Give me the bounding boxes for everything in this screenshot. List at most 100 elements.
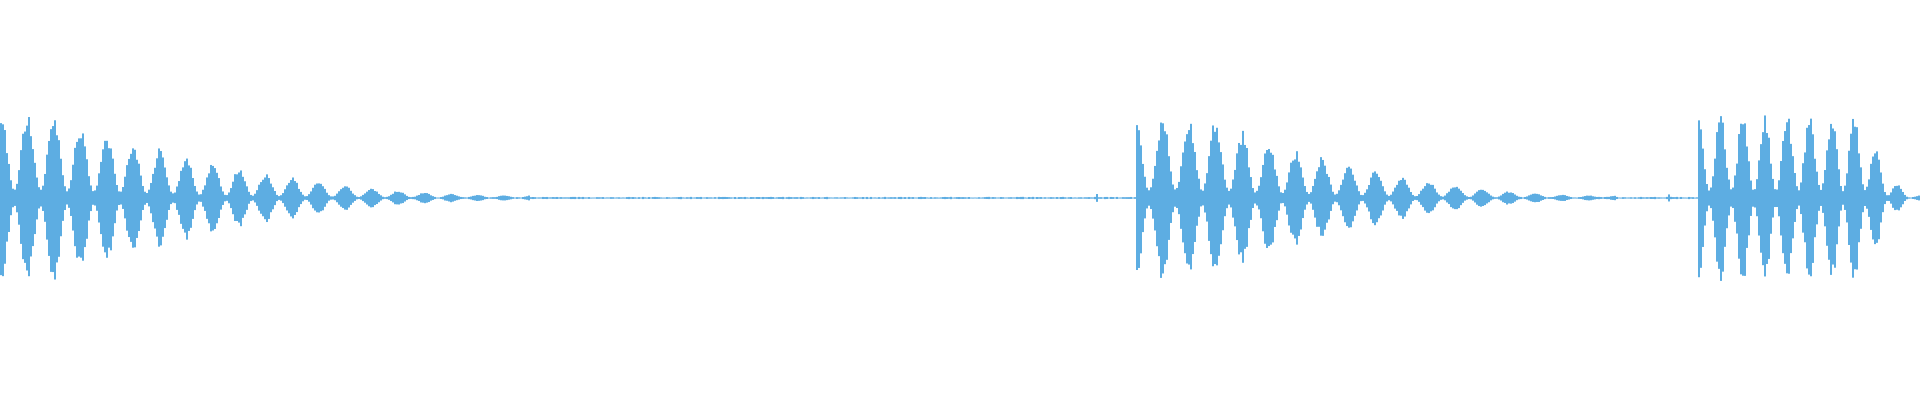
waveform-sample-bar <box>1296 151 1298 245</box>
waveform-sample-bar <box>526 196 528 200</box>
waveform-sample-bar <box>1422 188 1424 208</box>
waveform-sample-bar <box>930 197 932 199</box>
waveform-sample-bar <box>442 196 444 200</box>
waveform-sample-bar <box>1240 144 1242 253</box>
waveform-sample-bar <box>558 197 560 199</box>
waveform-sample-bar <box>1646 197 1648 199</box>
waveform-sample-bar <box>1256 190 1258 206</box>
waveform-sample-bar <box>1846 173 1848 223</box>
waveform-sample-bar <box>1112 197 1114 199</box>
waveform-sample-bar <box>630 197 632 199</box>
waveform-sample-bar <box>972 197 974 199</box>
waveform-sample-bar <box>836 197 838 199</box>
waveform-sample-bar <box>1344 173 1346 223</box>
waveform-sample-bar <box>144 191 146 205</box>
waveform-sample-bar <box>582 196 584 200</box>
waveform-sample-bar <box>1488 193 1490 203</box>
waveform-sample-bar <box>140 175 142 221</box>
waveform-sample-bar <box>1332 191 1334 205</box>
waveform-sample-bar <box>1382 186 1384 211</box>
waveform-sample-bar <box>118 191 120 205</box>
waveform-sample-bar <box>156 158 158 237</box>
waveform-sample-bar <box>244 181 246 215</box>
waveform-sample-bar <box>1538 194 1540 202</box>
waveform-sample-bar <box>1070 197 1072 199</box>
waveform-sample-bar <box>110 148 112 251</box>
waveform-sample-bar <box>464 197 466 199</box>
waveform-sample-bar <box>1568 196 1570 200</box>
waveform-sample-bar <box>114 173 116 224</box>
waveform-sample-bar <box>872 197 874 199</box>
waveform-sample-bar <box>656 197 658 199</box>
waveform-sample-bar <box>768 197 770 200</box>
waveform-sample-bar <box>690 196 692 200</box>
waveform-sample-bar <box>128 158 130 238</box>
waveform-sample-bar <box>1570 197 1572 200</box>
waveform-sample-bar <box>68 188 70 208</box>
waveform-sample-bar <box>682 197 684 199</box>
waveform-sample-bar <box>1130 196 1132 199</box>
waveform-sample-bar <box>1760 144 1762 253</box>
waveform-sample-bar <box>1896 185 1898 210</box>
waveform-sample-bar <box>402 192 404 204</box>
waveform-sample-bar <box>1102 197 1104 199</box>
waveform-sample-bar <box>1674 197 1676 199</box>
waveform-sample-bar <box>1850 133 1852 263</box>
waveform-sample-bar <box>1028 196 1030 200</box>
waveform-sample-bar <box>596 197 598 199</box>
waveform-sample-bar <box>10 180 12 216</box>
waveform-sample-bar <box>1020 196 1022 200</box>
waveform-sample-bar <box>1170 171 1172 223</box>
waveform-sample-bar <box>1362 195 1364 201</box>
waveform-sample-bar <box>1882 183 1884 213</box>
waveform-sample-bar <box>914 197 916 199</box>
waveform-sample-bar <box>1350 168 1352 228</box>
waveform-sample-bar <box>1386 194 1388 202</box>
waveform-sample-bar <box>926 197 928 199</box>
waveform-sample-bar <box>686 197 688 199</box>
waveform-sample-bar <box>1496 197 1498 199</box>
waveform-sample-bar <box>1732 187 1734 209</box>
waveform-sample-bar <box>756 197 758 199</box>
waveform-sample-bar <box>956 197 958 199</box>
waveform-sample-bar <box>1394 187 1396 209</box>
waveform-sample-bar <box>1624 197 1626 199</box>
waveform-sample-bar <box>1058 197 1060 199</box>
waveform-sample-bar <box>1544 196 1546 200</box>
waveform-sample-bar <box>650 197 652 199</box>
waveform-sample-bar <box>1074 197 1076 199</box>
waveform-sample-bar <box>424 192 426 204</box>
waveform-sample-bar <box>1466 196 1468 200</box>
waveform-sample-bar <box>770 196 772 200</box>
waveform-sample-bar <box>790 197 792 199</box>
waveform-sample-bar <box>1478 190 1480 207</box>
waveform-sample-bar <box>1320 157 1322 236</box>
waveform-sample-bar <box>1192 143 1194 255</box>
waveform-sample-bar <box>348 187 350 208</box>
waveform-sample-bar <box>924 197 926 199</box>
waveform-sample-bar <box>980 197 982 199</box>
waveform-sample-bar <box>366 191 368 205</box>
waveform-sample-bar <box>1452 187 1454 209</box>
waveform-sample-bar <box>1224 179 1226 217</box>
waveform-sample-bar <box>254 193 256 203</box>
waveform-sample-bar <box>1016 196 1018 200</box>
waveform-sample-bar <box>802 197 804 199</box>
waveform-sample-bar <box>1430 184 1432 212</box>
waveform-sample-bar <box>742 197 744 199</box>
waveform-sample-bar <box>1444 195 1446 201</box>
waveform-sample-bar <box>1338 190 1340 206</box>
waveform-sample-bar <box>830 197 832 199</box>
waveform-sample-bar <box>1764 115 1766 277</box>
waveform-sample-bar <box>70 180 72 216</box>
waveform-sample-bar <box>1866 186 1868 209</box>
waveform-sample-bar <box>486 197 488 199</box>
waveform-sample-bar <box>1516 195 1518 201</box>
waveform-sample-bar <box>1918 195 1920 201</box>
waveform-sample-bar <box>1096 194 1098 202</box>
waveform-sample-bar <box>856 197 858 199</box>
waveform-sample-bar <box>1236 153 1238 241</box>
waveform-sample-bar <box>1138 130 1140 268</box>
waveform-sample-bar <box>288 182 290 214</box>
